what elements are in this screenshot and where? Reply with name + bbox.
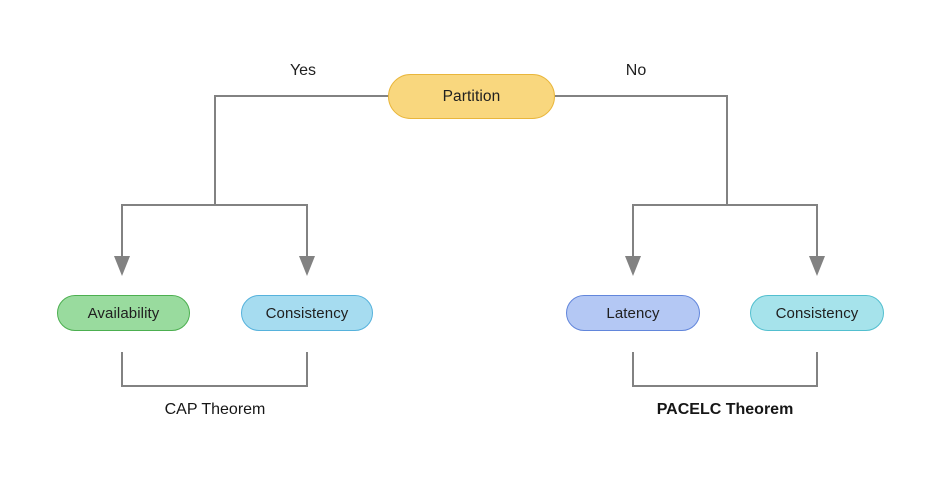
connector-consistency-pacelc-stem (816, 204, 818, 257)
arrow-down-consistency-pacelc-icon (809, 256, 825, 276)
node-availability: Availability (57, 295, 190, 331)
connector-partition-no (555, 95, 728, 97)
connector-partition-yes (214, 95, 389, 97)
connector-latency-stem (632, 204, 634, 257)
arrow-down-availability-icon (114, 256, 130, 276)
connector-right-vertical (726, 95, 728, 206)
caption-pacelc-theorem: PACELC Theorem (656, 401, 794, 418)
arrow-down-consistency-cap-icon (299, 256, 315, 276)
connector-consistency-cap-stem (306, 204, 308, 257)
arrow-down-latency-icon (625, 256, 641, 276)
connector-left-vertical (214, 95, 216, 206)
edge-label-no: No (625, 62, 647, 79)
connector-left-split (121, 204, 308, 206)
edge-label-yes: Yes (289, 62, 317, 79)
connector-availability-stem (121, 204, 123, 257)
bracket-pacelc-group (632, 352, 818, 387)
node-consistency-pacelc: Consistency (750, 295, 884, 331)
node-latency: Latency (566, 295, 700, 331)
node-partition: Partition (388, 74, 555, 119)
caption-cap-theorem: CAP Theorem (164, 401, 266, 418)
node-consistency-cap: Consistency (241, 295, 373, 331)
bracket-cap-group (121, 352, 308, 387)
connector-right-split (632, 204, 818, 206)
